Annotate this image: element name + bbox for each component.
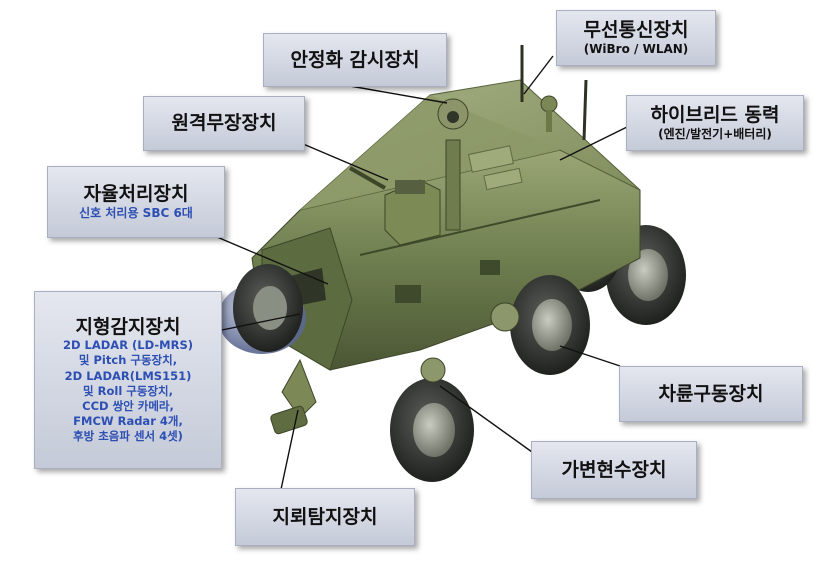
- label-wireless-communication: 무선통신장치 (WiBro / WLAN): [556, 10, 716, 66]
- label-hybrid-power: 하이브리드 동력 (엔진/발전기+배터리): [626, 95, 804, 151]
- wheel-middle-left: [510, 275, 590, 375]
- label-text: 가변현수장치: [561, 458, 667, 481]
- label-text: 자율처리장치: [83, 183, 189, 206]
- label-wheel-drive: 차륜구동장치: [619, 366, 803, 422]
- label-remote-weapon: 원격무장장치: [143, 96, 305, 151]
- label-detail-line: 2D LADAR (LD-MRS): [62, 338, 194, 353]
- label-autonomous-processing: 자율처리장치 신호 처리용 SBC 6대: [47, 166, 225, 238]
- label-text: 무선통신장치: [583, 19, 689, 42]
- wheel-front-left: [233, 264, 303, 352]
- label-subtext: 신호 처리용 SBC 6대: [79, 205, 193, 220]
- label-stabilized-surveillance: 안정화 감시장치: [263, 33, 447, 87]
- label-detail-line: 및 Roll 구동장치,: [83, 383, 173, 398]
- label-subtext: (WiBro / WLAN): [583, 41, 689, 56]
- label-mine-detection: 지뢰탐지장치: [235, 488, 415, 546]
- label-text: 지형감지장치: [75, 315, 181, 338]
- label-detail-line: 및 Pitch 구동장치,: [78, 353, 178, 368]
- label-subtext: (엔진/발전기+배터리): [658, 126, 772, 141]
- wheel-front-lower: [390, 378, 474, 482]
- remote-weapon-turret: [349, 166, 441, 246]
- label-text: 지뢰탐지장치: [272, 505, 378, 528]
- label-variable-suspension: 가변현수장치: [531, 441, 697, 499]
- label-text: 차륜구동장치: [658, 382, 764, 405]
- label-detail-line: 후방 초음파 센서 4셋): [73, 429, 183, 444]
- label-detail-line: 2D LADAR(LMS151): [64, 368, 192, 383]
- label-text: 원격무장장치: [171, 112, 277, 135]
- label-detail-line: FMCW Radar 4개,: [73, 414, 183, 429]
- label-detail-line: CCD 쌍안 카메라,: [82, 398, 174, 413]
- callout-leader-lines: [216, 55, 628, 495]
- surveillance-mast: [437, 98, 469, 231]
- mine-detector-arm: [270, 358, 317, 435]
- label-terrain-sensing: 지형감지장치 2D LADAR (LD-MRS) 및 Pitch 구동장치, 2…: [34, 291, 222, 469]
- antennas: [520, 45, 588, 141]
- label-text: 하이브리드 동력: [650, 104, 780, 127]
- label-text: 안정화 감시장치: [290, 48, 420, 71]
